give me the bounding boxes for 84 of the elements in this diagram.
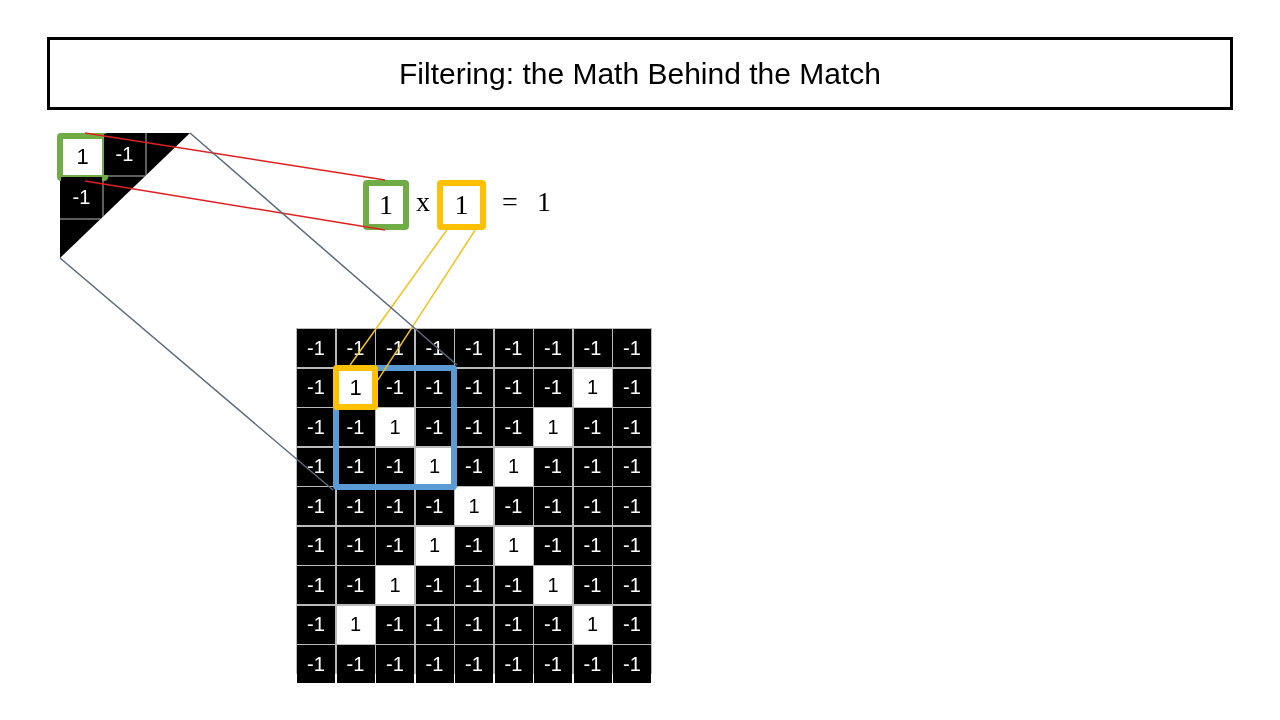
pixel-value: -1 [573, 645, 612, 683]
pixel-value: -1 [376, 605, 414, 644]
pixel-value: 1 [415, 526, 454, 565]
multiplication-sign: x [416, 186, 430, 218]
pixel-value: -1 [455, 526, 493, 565]
image-value-box: 1 [437, 180, 486, 230]
pixel-value: -1 [376, 447, 414, 486]
pixel-value: 1 [573, 368, 612, 407]
pixel-value: -1 [534, 329, 572, 367]
pixel-value: -1 [336, 487, 375, 525]
pixel-value: -1 [455, 447, 493, 486]
pixel-value: -1 [573, 329, 612, 367]
product-value: 1 [537, 186, 551, 218]
pixel-value: -1 [613, 408, 651, 446]
connector-line [84, 180, 386, 231]
pixel-value: -1 [534, 526, 572, 565]
pixel-value: -1 [376, 645, 414, 683]
pixel-value: -1 [455, 566, 493, 604]
pixel-value: -1 [494, 368, 533, 407]
equals-sign: = [502, 186, 518, 218]
pixel-value: -1 [613, 526, 651, 565]
pixel-value: -1 [534, 368, 572, 407]
pixel-value: -1 [613, 447, 651, 486]
pixel-value: 1 [494, 447, 533, 486]
pixel-value: -1 [336, 566, 375, 604]
pixel-value: -1 [297, 605, 335, 644]
pixel-value: -1 [613, 566, 651, 604]
pixel-value: -1 [455, 605, 493, 644]
pixel-value: 1 [573, 605, 612, 644]
pixel-value: -1 [297, 368, 335, 407]
pixel-value: -1 [455, 408, 493, 446]
pixel-value: -1 [336, 329, 375, 367]
pixel-value: -1 [336, 645, 375, 683]
pixel-value: -1 [415, 566, 454, 604]
pixel-value: -1 [494, 487, 533, 525]
pixel-value: 1 [455, 487, 493, 525]
pixel-value: 1 [376, 566, 414, 604]
title: Filtering: the Math Behind the Match [399, 56, 881, 91]
highlighted-pixel: 1 [333, 365, 378, 410]
pixel-value: -1 [494, 605, 533, 644]
pixel-value: -1 [534, 645, 572, 683]
pixel-value: -1 [494, 566, 533, 604]
pixel-value: -1 [455, 645, 493, 683]
pixel-value: -1 [613, 645, 651, 683]
connector-line [349, 229, 448, 366]
pixel-value: -1 [297, 329, 335, 367]
pixel-value: -1 [573, 566, 612, 604]
pixel-value: -1 [613, 605, 651, 644]
pixel-value: -1 [297, 566, 335, 604]
pixel-value: -1 [573, 487, 612, 525]
pixel-value: -1 [415, 408, 454, 446]
pixel-value: -1 [573, 526, 612, 565]
pixel-value: -1 [573, 447, 612, 486]
pixel-value: -1 [613, 487, 651, 525]
pixel-value: -1 [297, 645, 335, 683]
connector-line [84, 132, 386, 181]
pixel-value: -1 [415, 605, 454, 644]
filter-grid [60, 133, 190, 258]
pixel-value: -1 [297, 526, 335, 565]
pixel-value: -1 [534, 447, 572, 486]
pixel-value: -1 [61, 177, 102, 218]
pixel-value: -1 [494, 329, 533, 367]
pixel-value: -1 [297, 447, 335, 486]
pixel-value: -1 [376, 526, 414, 565]
pixel-value: 1 [494, 526, 533, 565]
pixel-value: -1 [415, 645, 454, 683]
pixel-value: -1 [613, 368, 651, 407]
pixel-value: -1 [494, 408, 533, 446]
pixel-value: -1 [455, 368, 493, 407]
filter-value-box: 1 [363, 180, 409, 230]
pixel-value: -1 [297, 487, 335, 525]
pixel-value: 1 [376, 408, 414, 446]
pixel-value: -1 [534, 487, 572, 525]
pixel-value: -1 [613, 329, 651, 367]
pixel-value: -1 [336, 526, 375, 565]
pixel-value: 1 [534, 566, 572, 604]
pixel-value: 1 [415, 447, 454, 486]
pixel-value: -1 [455, 329, 493, 367]
pixel-value: 1 [534, 408, 572, 446]
pixel-value: -1 [297, 408, 335, 446]
pixel-value: -1 [534, 605, 572, 644]
pixel-value: -1 [573, 408, 612, 446]
pixel-value: 1 [336, 605, 375, 644]
pixel-value: -1 [494, 645, 533, 683]
